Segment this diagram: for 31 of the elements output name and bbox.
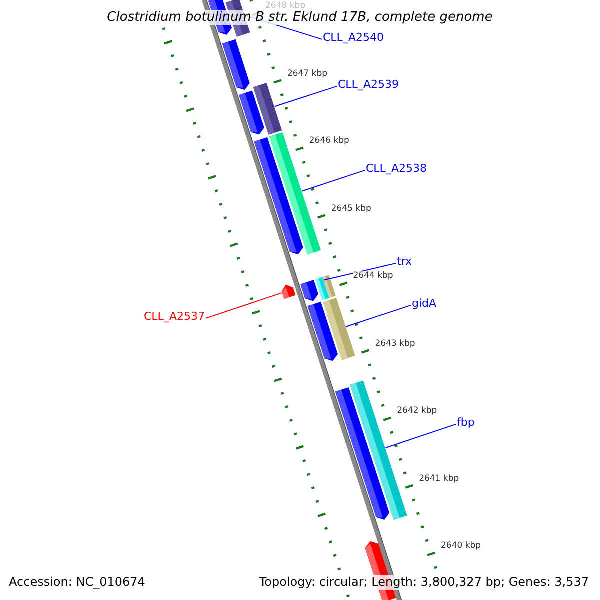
- map-title: Clostridium botulinum B str. Eklund 17B, complete genome: [107, 10, 493, 25]
- gene-feature: [239, 90, 264, 135]
- gene-label: CLL_A2537: [144, 310, 205, 323]
- gene-label: trx: [397, 255, 412, 268]
- scale-label: 2641 kbp: [419, 474, 460, 484]
- gene-label: fbp: [457, 416, 475, 429]
- gene-label: CLL_A2539: [338, 78, 399, 91]
- scale-label: 2643 kbp: [375, 338, 416, 349]
- leader-line: [205, 292, 282, 319]
- leader-line: [274, 86, 338, 108]
- scale-label: 2648 kbp: [266, 1, 306, 12]
- scale-label: 2640 kbp: [441, 541, 482, 552]
- gene-label: CLL_A2538: [366, 162, 427, 175]
- gene-label: gidA: [412, 297, 437, 310]
- scale-label: 2647 kbp: [287, 68, 328, 79]
- gene-feature: [336, 388, 390, 520]
- gene-feature: [254, 137, 304, 255]
- gene-feature: [222, 39, 250, 90]
- gene-feature: [300, 280, 318, 302]
- scale-label: 2645 kbp: [331, 204, 372, 214]
- scale-label: 2646 kbp: [309, 136, 350, 146]
- gene-feature: [323, 298, 356, 360]
- leader-line: [346, 304, 412, 328]
- leader-line: [323, 262, 396, 281]
- scale-label: 2644 kbp: [353, 271, 394, 282]
- gene-feature: [282, 284, 296, 300]
- accession-text: Accession: NC_010674: [9, 575, 146, 590]
- leader-line: [385, 424, 456, 449]
- gene-label: CLL_A2540: [323, 31, 384, 44]
- genome-summary: Topology: circular; Length: 3,800,327 bp; Genes: 3,537: [259, 575, 589, 590]
- scale-label: 2642 kbp: [397, 406, 438, 416]
